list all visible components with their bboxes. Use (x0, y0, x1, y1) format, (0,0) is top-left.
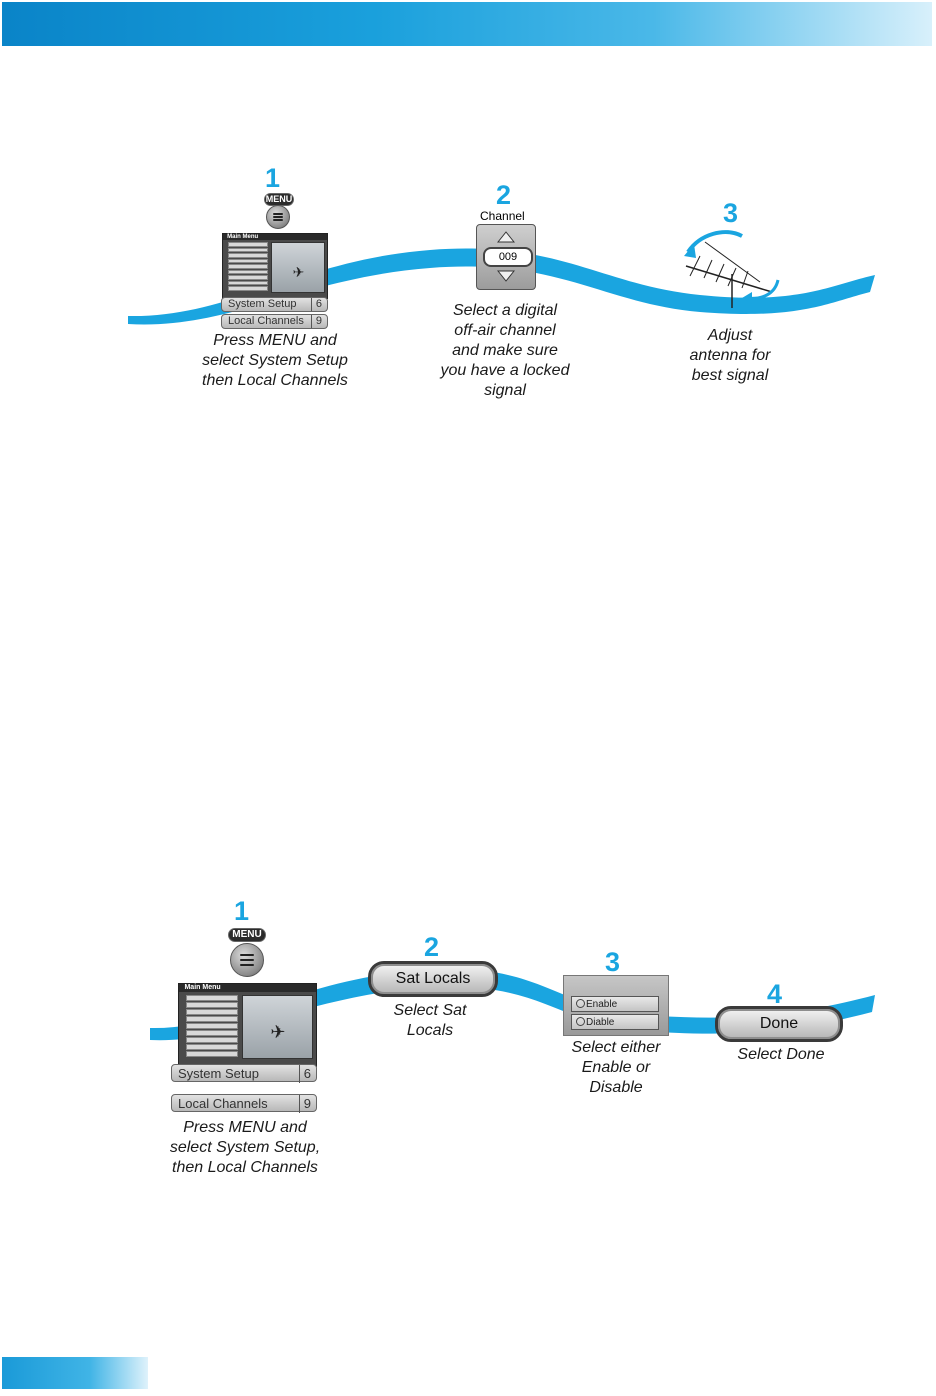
step-caption: Press MENU and select System Setup then … (190, 331, 360, 391)
menu-label: MENU (228, 928, 266, 942)
step-number: 3 (605, 947, 620, 978)
step-number: 2 (424, 932, 439, 963)
step-number: 2 (496, 180, 511, 211)
step-caption: Select a digital off-air channel and mak… (430, 301, 580, 401)
channel-up-icon[interactable] (497, 231, 515, 243)
radio-icon (576, 1017, 585, 1026)
menu-icon (273, 213, 283, 221)
step-caption: Adjust antenna for best signal (670, 326, 790, 386)
menu-icon (240, 954, 254, 966)
local-channels-number: 9 (299, 1095, 311, 1113)
step-caption: Select Done (716, 1045, 846, 1065)
system-setup-item[interactable]: System Setup 6 (221, 297, 328, 312)
step-caption: Press MENU and select System Setup, then… (160, 1118, 330, 1178)
system-setup-item[interactable]: System Setup 6 (171, 1064, 317, 1082)
airplane-icon: ✈ (293, 264, 305, 281)
system-setup-number: 6 (299, 1065, 311, 1083)
done-button[interactable]: Done (715, 1006, 843, 1042)
disable-label: Diable (586, 1017, 614, 1028)
disable-option[interactable]: Diable (571, 1014, 659, 1030)
local-channels-number: 9 (311, 315, 322, 328)
sat-locals-button[interactable]: Sat Locals (368, 961, 498, 997)
antenna-icon (680, 222, 790, 310)
tv-preview: ✈ (271, 242, 325, 293)
step-caption: Select Sat Locals (370, 1001, 490, 1041)
menu-button[interactable] (266, 205, 290, 229)
local-channels-label: Local Channels (228, 315, 304, 327)
system-setup-label: System Setup (228, 298, 296, 310)
menu-button[interactable] (230, 943, 264, 977)
channel-title: Channel (480, 209, 525, 223)
local-channels-item[interactable]: Local Channels 9 (221, 314, 328, 329)
enable-disable-panel: Enable Diable (563, 975, 669, 1036)
tv-main-menu-screen: Main Menu ✈ (222, 233, 328, 299)
tv-preview: ✈ (242, 995, 313, 1059)
local-channels-item[interactable]: Local Channels 9 (171, 1094, 317, 1112)
channel-control: 009 (476, 224, 536, 290)
tv-title: Main Menu (227, 234, 258, 240)
system-setup-label: System Setup (178, 1066, 259, 1081)
tv-menu-list (186, 995, 238, 1057)
radio-icon (576, 999, 585, 1008)
channel-down-icon[interactable] (497, 270, 515, 282)
tv-main-menu-screen: Main Menu ✈ (178, 983, 317, 1067)
airplane-icon: ✈ (270, 1022, 285, 1043)
tv-title: Main Menu (184, 984, 220, 991)
done-label: Done (760, 1015, 798, 1033)
enable-option[interactable]: Enable (571, 996, 659, 1012)
channel-display: 009 (483, 247, 533, 267)
step-caption: Select either Enable or Disable (556, 1038, 676, 1098)
step-number: 1 (265, 163, 280, 194)
local-channels-label: Local Channels (178, 1096, 268, 1111)
tv-menu-list (228, 242, 268, 291)
system-setup-number: 6 (311, 298, 322, 311)
sat-locals-label: Sat Locals (396, 970, 471, 988)
step-number: 1 (234, 896, 249, 927)
enable-label: Enable (586, 999, 617, 1010)
